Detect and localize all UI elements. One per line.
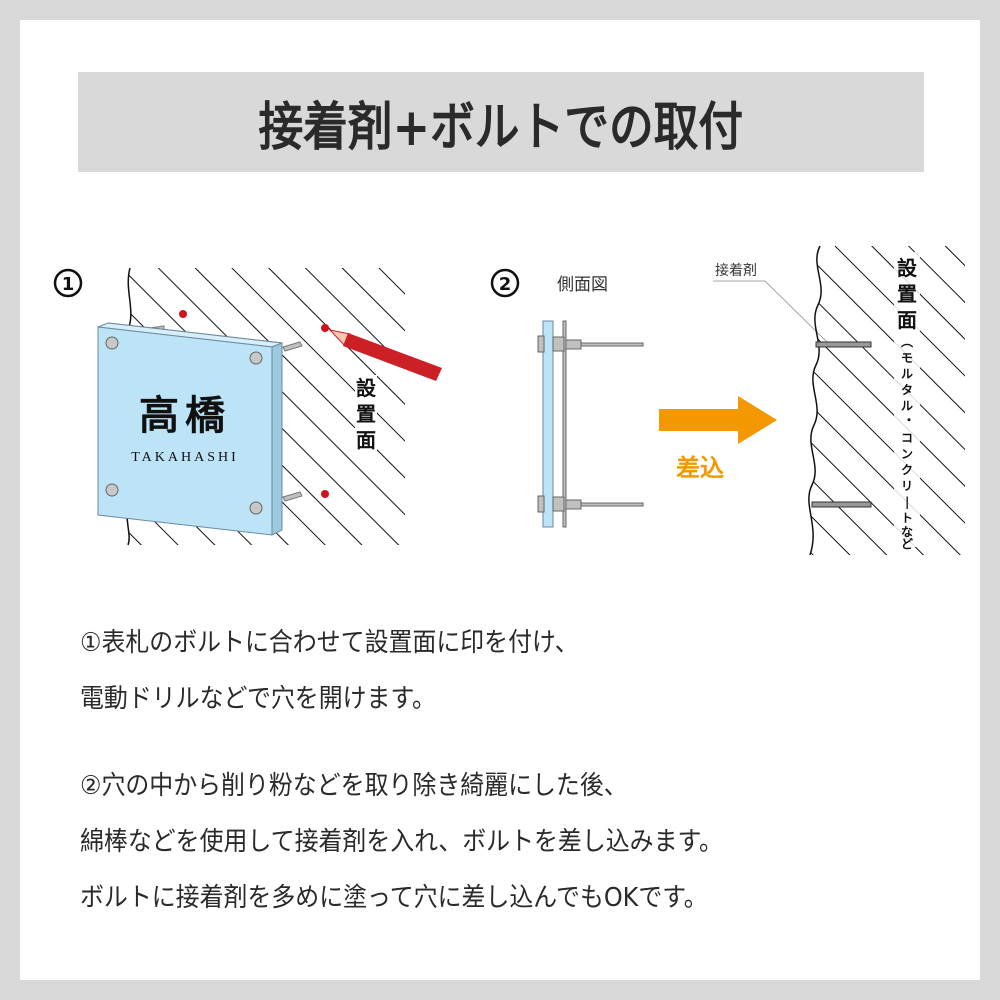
inserted-bolt — [811, 501, 872, 508]
instructions-step1: ①表札のボルトに合わせて設置面に印を付け、 電動ドリルなどで穴を開けます。 — [80, 615, 622, 727]
drill-mark — [179, 310, 187, 318]
screw-cap — [249, 501, 263, 515]
adhesive-label: 接着剤 — [715, 262, 757, 279]
bolt — [580, 502, 644, 507]
plate-name-kanji: 高橋 — [139, 392, 231, 439]
wall-edge — [808, 245, 822, 556]
screw-cap — [249, 351, 263, 365]
plate-side — [542, 320, 554, 528]
side-view-label: 側面図 — [557, 275, 608, 295]
inserted-bolt — [815, 341, 872, 348]
insert-label: 差込 — [676, 454, 724, 482]
drill-mark — [321, 324, 329, 332]
surface-label-step2: 設置面 — [897, 256, 918, 332]
surface-material-note: ︵ モルタル ・ コンクリ |ト など — [900, 335, 919, 551]
bolt — [580, 342, 644, 347]
back-plate-side — [562, 320, 567, 528]
instruction-line: 綿棒などを使用して接着剤を入れ、ボルトを差し込みます。 — [80, 827, 723, 857]
instruction-line: ボルトに接着剤を多めに塗って穴に差し込んでもOKです。 — [80, 883, 708, 913]
instructions-step2: ②穴の中から削り粉などを取り除き綺麗にした後、 綿棒などを使用して接着剤を入れ、… — [80, 758, 779, 926]
wall-surface-hatch — [808, 246, 965, 555]
step1-number-circle — [53, 268, 83, 298]
instruction-line: ②穴の中から削り粉などを取り除き綺麗にした後、 — [80, 771, 628, 801]
insert-arrow-icon — [659, 396, 777, 444]
step1-illustration: 1 高橋 TAKAHASHI 設置 — [53, 267, 442, 546]
page-title: 接着剤+ボルトでの取付 — [258, 97, 744, 158]
drill-mark — [321, 490, 329, 498]
step1-number: 1 — [62, 274, 75, 295]
step2-number: 2 — [499, 274, 512, 295]
screw-cap — [105, 336, 119, 350]
title-banner: 接着剤+ボルトでの取付 — [78, 72, 924, 172]
screw-cap — [105, 483, 119, 497]
step2-illustration: 2 側面図 差込 接着剤 設置面 ︵ モルタル ・ コン — [490, 245, 965, 556]
plate-name-roman: TAKAHASHI — [131, 450, 239, 465]
surface-label-step1: 設置面 — [356, 376, 377, 452]
instruction-line: 電動ドリルなどで穴を開けます。 — [80, 684, 436, 714]
red-pencil-icon — [328, 329, 442, 381]
nameplate — [97, 326, 273, 536]
step2-number-circle — [490, 268, 520, 298]
adhesive-leader-line — [713, 280, 829, 344]
instruction-line: ①表札のボルトに合わせて設置面に印を付け、 — [80, 628, 579, 658]
